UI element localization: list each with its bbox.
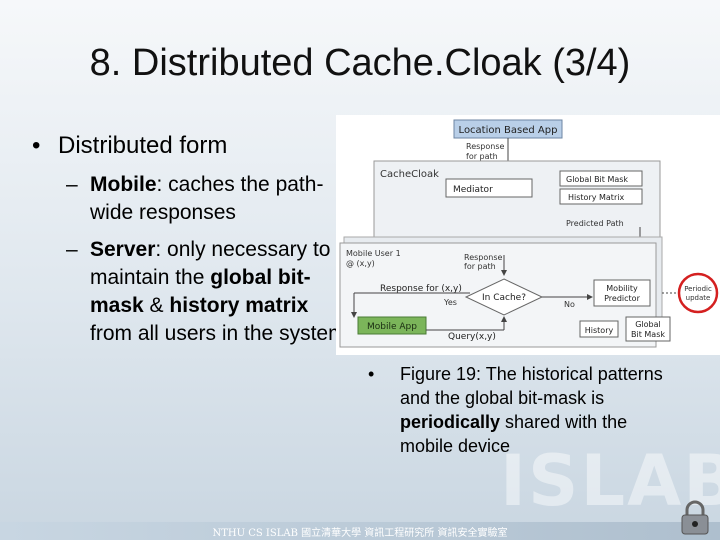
- caption-bold: periodically: [400, 412, 501, 432]
- mediator-label: Mediator: [453, 185, 493, 195]
- response-top-1: Response: [466, 142, 505, 151]
- sub-bullet-mobile: – Mobile: caches the path-wide responses: [66, 171, 346, 227]
- caption-post: shared with the mobile device: [400, 412, 628, 456]
- bullet-distributed-form: • Distributed form: [32, 132, 227, 160]
- dash-glyph: –: [66, 238, 78, 261]
- history-matrix-box: [559, 188, 643, 205]
- global-bitmask-label: Global Bit Mask: [566, 175, 628, 184]
- in-cache-diamond: [464, 278, 544, 316]
- bullet-glyph: •: [32, 132, 41, 159]
- response-mid-2: for path: [464, 262, 496, 271]
- mobility-label-1: Mobility: [606, 284, 638, 293]
- diagram-svg: Location Based App Response for path Cac…: [339, 119, 719, 348]
- response-top-2: for path: [466, 152, 498, 161]
- mobile-label: Mobile: [90, 173, 157, 196]
- mobile-user-line2: @ (x,y): [346, 259, 375, 268]
- server-label: Server: [90, 238, 156, 261]
- mobility-label-2: Predictor: [604, 294, 640, 303]
- in-cache-label: In Cache?: [482, 293, 526, 303]
- mobile-user-line1: Mobile User 1: [346, 249, 401, 258]
- sub-bullet-server: – Server: only necessary to maintain the…: [66, 236, 346, 348]
- history-label: History: [585, 326, 614, 335]
- cachecloak-label: CacheCloak: [380, 169, 439, 180]
- mediator-box: [445, 178, 533, 198]
- cachecloak-diagram: Location Based App Response for path Cac…: [336, 115, 720, 355]
- bitmask-small-2: Bit Mask: [631, 330, 665, 339]
- periodic-update-circle: [677, 272, 719, 314]
- no-label: No: [564, 300, 575, 309]
- yes-label: Yes: [443, 298, 457, 307]
- lock-icon: [676, 500, 714, 536]
- periodic-label-1: Periodic: [684, 285, 712, 293]
- server-desc-3: from all users in the system: [90, 322, 346, 345]
- predicted-path-label: Predicted Path: [566, 219, 624, 228]
- figure-caption: • Figure 19: The historical patterns and…: [368, 362, 668, 458]
- slide-title: 8. Distributed Cache.Cloak (3/4): [89, 42, 631, 84]
- mobility-predictor-box: [593, 279, 651, 307]
- history-box: [579, 320, 619, 338]
- bullet-text: Distributed form: [58, 132, 228, 159]
- footer-text: NTHU CS ISLAB 國立清華大學 資訊工程研究所 資訊安全實驗室: [212, 528, 508, 539]
- mobile-app-box: [357, 316, 427, 335]
- footer-bar: [0, 522, 720, 540]
- response-mid-1: Response: [464, 253, 503, 262]
- caption-pre: Figure 19: The historical patterns and t…: [400, 364, 663, 408]
- server-desc-1: : only necessary to maintain the: [90, 238, 331, 289]
- mobile-desc: : caches the path-wide responses: [90, 173, 324, 224]
- caption-bullet: •: [368, 364, 375, 384]
- history-matrix-label: History Matrix: [568, 193, 624, 202]
- islab-watermark: ISLAB: [500, 440, 720, 522]
- global-bitmask-term: global bit-mask: [90, 266, 311, 317]
- bitmask-small-1: Global: [635, 320, 661, 329]
- history-matrix-term: history matrix: [169, 294, 309, 317]
- server-desc-2: &: [143, 294, 170, 317]
- location-app-label: Location Based App: [459, 125, 558, 136]
- global-bitmask-box: [559, 170, 643, 187]
- bitmask-small-box: [625, 316, 671, 342]
- dash-glyph: –: [66, 173, 78, 196]
- periodic-label-2: update: [686, 294, 711, 302]
- mobile-app-label: Mobile App: [367, 322, 417, 332]
- response-xy-label: Response for (x,y): [380, 284, 462, 294]
- query-label: Query(x,y): [448, 332, 496, 342]
